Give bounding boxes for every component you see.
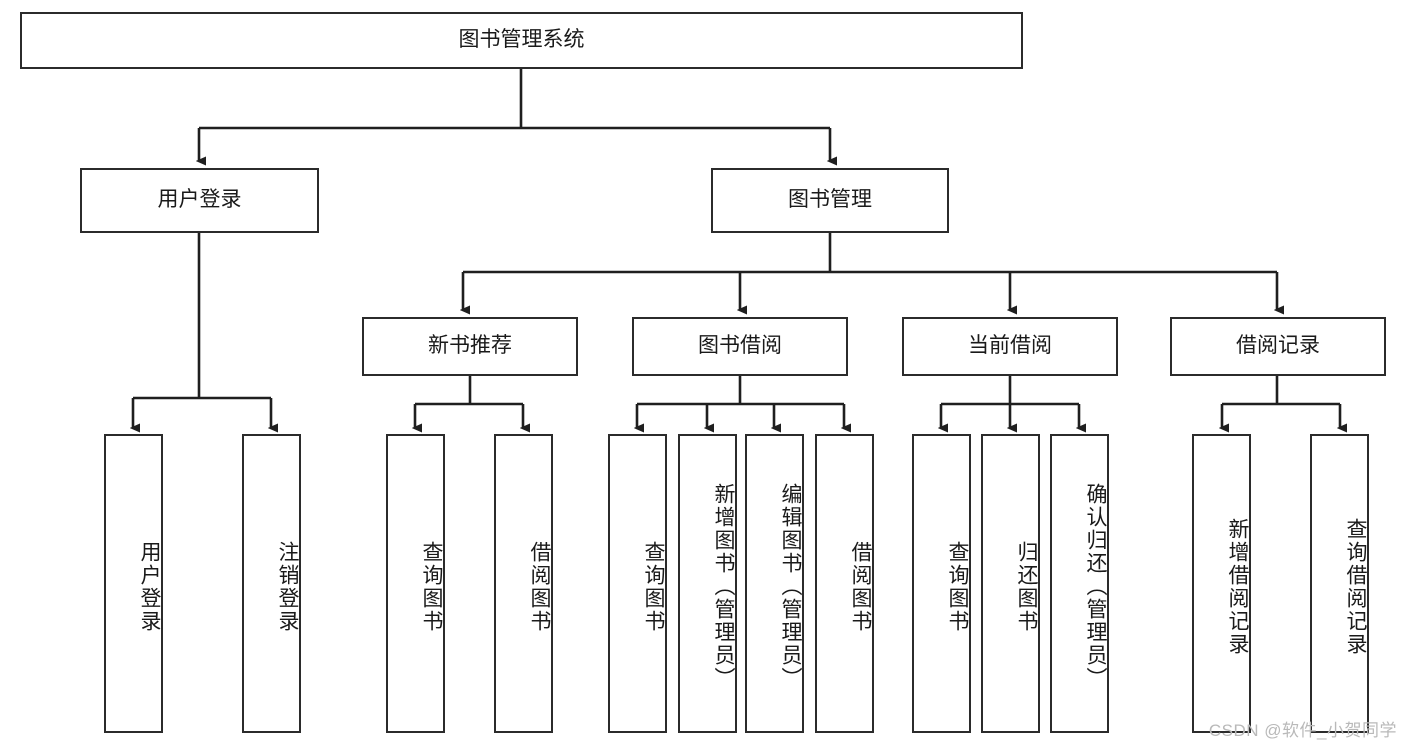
node-label: 图书管理 <box>788 188 872 212</box>
node-root-system[interactable]: 图书管理系统 <box>20 12 1023 69</box>
node-leaf-query-book-2[interactable]: 查询图书 <box>608 434 667 733</box>
node-label: 查询图书 <box>946 540 969 633</box>
node-leaf-confirm-return[interactable]: 确认归还（管理员） <box>1050 434 1109 733</box>
node-borrow-record[interactable]: 借阅记录 <box>1170 317 1386 376</box>
node-user-login[interactable]: 用户登录 <box>80 168 319 233</box>
node-label: 用户登录 <box>157 188 242 212</box>
node-label: 归还图书 <box>1015 540 1038 633</box>
node-leaf-borrow-book-2[interactable]: 借阅图书 <box>815 434 874 733</box>
node-label: 借阅记录 <box>1236 334 1320 358</box>
node-label: 当前借阅 <box>968 334 1052 358</box>
node-leaf-query-book-3[interactable]: 查询图书 <box>912 434 971 733</box>
node-new-book-recommend[interactable]: 新书推荐 <box>362 317 578 376</box>
node-current-borrow[interactable]: 当前借阅 <box>902 317 1118 376</box>
node-leaf-borrow-book-1[interactable]: 借阅图书 <box>494 434 553 733</box>
node-label: 新增借阅记录 <box>1226 517 1249 656</box>
node-leaf-query-book-1[interactable]: 查询图书 <box>386 434 445 733</box>
node-book-management[interactable]: 图书管理 <box>711 168 949 233</box>
node-book-borrow[interactable]: 图书借阅 <box>632 317 848 376</box>
node-label: 借阅图书 <box>528 540 551 633</box>
node-leaf-add-record[interactable]: 新增借阅记录 <box>1192 434 1251 733</box>
node-leaf-logout[interactable]: 注销登录 <box>242 434 301 733</box>
node-label: 图书管理系统 <box>458 28 585 52</box>
node-label: 编辑图书（管理员） <box>779 483 802 690</box>
node-label: 新增图书（管理员） <box>712 483 735 690</box>
node-label: 借阅图书 <box>849 540 872 633</box>
node-label: 确认归还（管理员） <box>1084 483 1107 690</box>
node-label: 查询借阅记录 <box>1344 517 1367 656</box>
node-leaf-edit-book[interactable]: 编辑图书（管理员） <box>745 434 804 733</box>
node-label: 用户登录 <box>138 540 161 633</box>
node-label: 查询图书 <box>642 540 665 633</box>
node-label: 查询图书 <box>420 540 443 633</box>
node-leaf-return-book[interactable]: 归还图书 <box>981 434 1040 733</box>
node-label: 注销登录 <box>276 540 299 633</box>
node-leaf-add-book[interactable]: 新增图书（管理员） <box>678 434 737 733</box>
node-label: 新书推荐 <box>428 334 512 358</box>
node-leaf-query-record[interactable]: 查询借阅记录 <box>1310 434 1369 733</box>
csdn-watermark: CSDN @软件_小贺同学 <box>1208 721 1397 740</box>
node-leaf-user-login[interactable]: 用户登录 <box>104 434 163 733</box>
node-label: 图书借阅 <box>698 334 782 358</box>
